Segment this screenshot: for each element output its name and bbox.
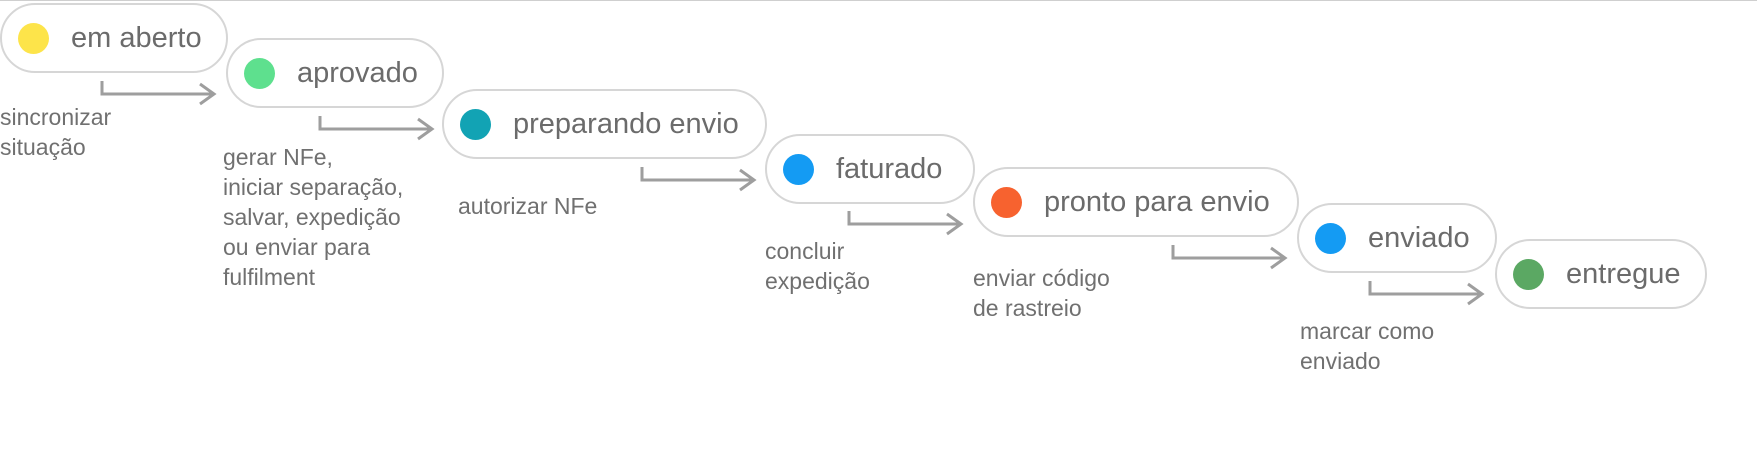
transition-note: enviar código de rastreio bbox=[973, 265, 1110, 321]
arrow-path bbox=[640, 167, 752, 182]
stage-entregue: entregue bbox=[1495, 239, 1707, 309]
stage-label: enviado bbox=[1368, 221, 1470, 254]
status-dot-icon bbox=[244, 57, 275, 89]
stage-label: aprovado bbox=[297, 56, 418, 89]
status-dot-icon bbox=[783, 153, 814, 185]
status-dot-icon bbox=[1513, 258, 1544, 290]
status-dot-icon bbox=[460, 108, 491, 140]
stage-label: em aberto bbox=[71, 21, 202, 54]
arrow-path bbox=[318, 116, 430, 131]
arrow-head bbox=[199, 82, 217, 106]
arrow-head bbox=[1270, 246, 1288, 270]
stage-label: faturado bbox=[836, 152, 943, 185]
arrow-head bbox=[739, 168, 757, 192]
transition-arrow-icon bbox=[318, 116, 435, 141]
arrow-head bbox=[1467, 282, 1485, 306]
status-dot-icon bbox=[18, 22, 49, 54]
stage-label: preparando envio bbox=[513, 107, 739, 140]
stage-label: pronto para envio bbox=[1044, 185, 1270, 218]
stage-em-aberto: em aberto bbox=[0, 3, 228, 73]
stage-label: entregue bbox=[1566, 257, 1681, 290]
stage-aprovado: aprovado bbox=[226, 38, 444, 108]
transition-note: autorizar NFe bbox=[458, 193, 598, 219]
transition-note: sincronizar situação bbox=[0, 104, 112, 160]
arrow-path bbox=[1368, 281, 1480, 296]
status-dot-icon bbox=[991, 186, 1022, 218]
arrow-path bbox=[847, 211, 959, 226]
stage-faturado: faturado bbox=[765, 134, 975, 204]
arrow-path bbox=[1171, 245, 1283, 260]
transition-arrow-icon bbox=[847, 211, 964, 236]
arrow-head bbox=[946, 212, 964, 236]
transition-note: marcar como enviado bbox=[1300, 318, 1435, 374]
transition-arrow-icon bbox=[1171, 245, 1288, 270]
top-border-line bbox=[0, 0, 1757, 1]
transition-note: concluir expedição bbox=[765, 238, 870, 294]
stage-preparando-envio: preparando envio bbox=[442, 89, 767, 159]
transition-note: gerar NFe, iniciar separação, salvar, ex… bbox=[223, 144, 404, 290]
arrow-head bbox=[417, 117, 435, 141]
transition-arrow-icon bbox=[1368, 281, 1485, 306]
arrow-path bbox=[100, 81, 212, 96]
transition-arrow-icon bbox=[640, 167, 757, 192]
stage-pronto-para-envio: pronto para envio bbox=[973, 167, 1299, 237]
status-dot-icon bbox=[1315, 222, 1346, 254]
stage-enviado: enviado bbox=[1297, 203, 1497, 273]
transition-arrow-icon bbox=[100, 81, 217, 106]
